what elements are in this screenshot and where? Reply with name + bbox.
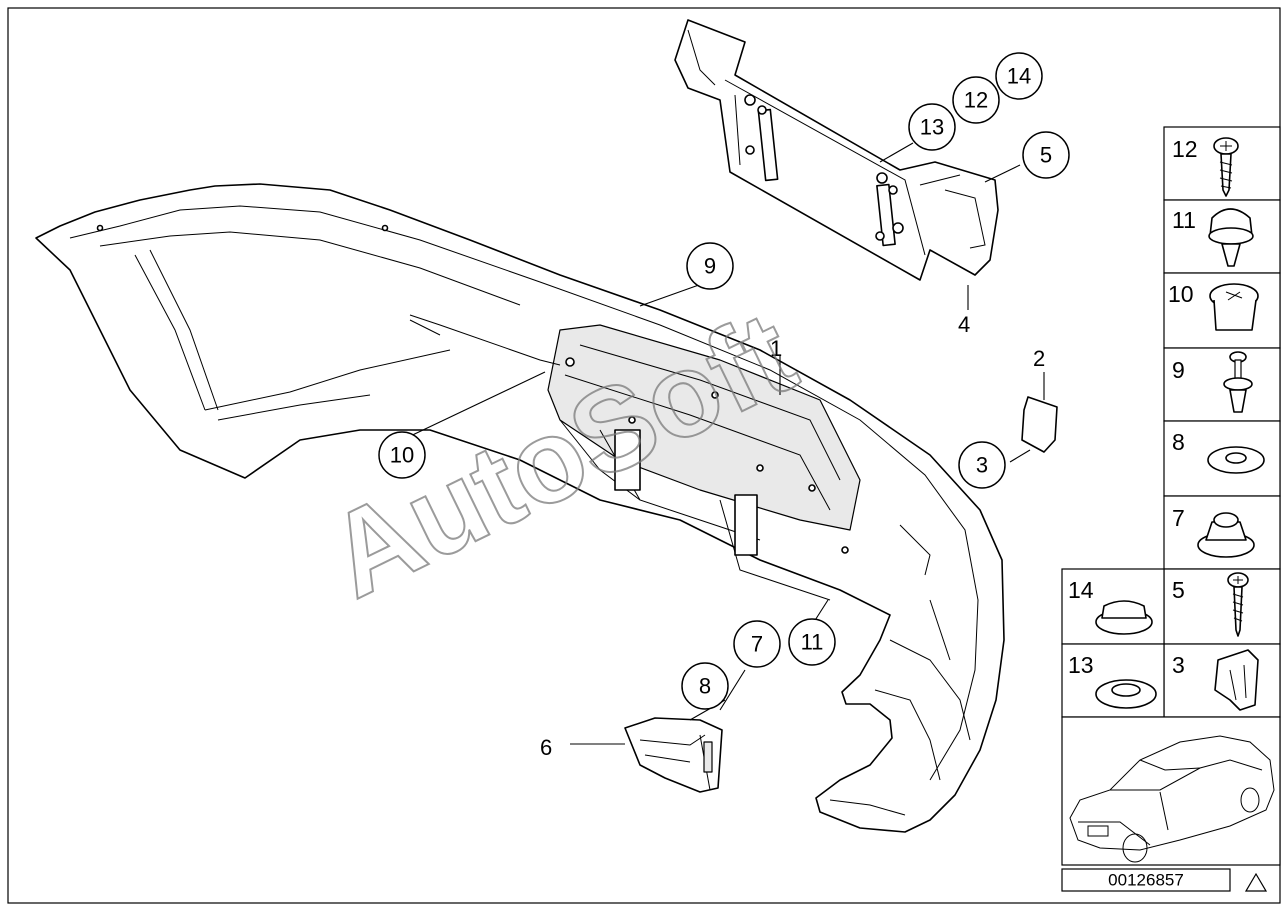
legend-cell-3[interactable]: 3 — [1163, 643, 1281, 718]
callout-9[interactable]: 9 — [686, 242, 734, 290]
callout-14[interactable]: 14 — [995, 52, 1043, 100]
license-plate-bracket — [674, 19, 999, 281]
diagram-number: 00126857 — [1108, 871, 1184, 890]
diagram-number-box: 00126857 — [1061, 868, 1231, 892]
collar-nut-icon — [1197, 512, 1255, 558]
svg-text:10: 10 — [1168, 281, 1194, 307]
svg-text:14: 14 — [1068, 577, 1094, 603]
callout-7[interactable]: 7 — [733, 620, 781, 668]
callout-10[interactable]: 10 — [378, 431, 426, 479]
legend-cell-12[interactable]: 12 — [1163, 126, 1281, 201]
legend-cell-5[interactable]: 5 — [1163, 568, 1281, 645]
svg-text:3: 3 — [976, 453, 988, 478]
clip-icon — [1214, 649, 1259, 711]
car-icon — [1069, 735, 1275, 863]
svg-text:8: 8 — [1172, 429, 1185, 455]
push-rivet-icon — [1223, 351, 1253, 413]
svg-text:5: 5 — [1040, 143, 1052, 168]
svg-text:9: 9 — [704, 254, 716, 279]
vehicle-thumbnail — [1061, 716, 1281, 866]
washer-icon — [1207, 446, 1265, 474]
callout-3[interactable]: 3 — [958, 441, 1006, 489]
towing-eye-cover — [1009, 396, 1058, 463]
clip-nut-icon — [1209, 283, 1259, 331]
bracket-tab — [614, 429, 641, 491]
svg-text:8: 8 — [699, 674, 711, 699]
svg-text:13: 13 — [920, 115, 944, 140]
self-tapping-screw-icon — [1227, 572, 1249, 637]
expanding-rivet-icon — [1208, 208, 1254, 267]
svg-text:12: 12 — [964, 88, 988, 113]
svg-text:12: 12 — [1172, 136, 1198, 162]
rubber-ring-icon — [1095, 679, 1157, 709]
svg-text:13: 13 — [1068, 652, 1094, 678]
callout-12[interactable]: 12 — [952, 76, 1000, 124]
small-parts-legend: 12 11 10 — [1061, 126, 1281, 866]
svg-text:11: 11 — [801, 630, 824, 655]
svg-text:14: 14 — [1007, 64, 1031, 89]
legend-cell-7[interactable]: 7 — [1163, 495, 1281, 570]
warning-triangle-icon — [1244, 872, 1268, 892]
svg-text:11: 11 — [1172, 207, 1196, 233]
legend-cell-13[interactable]: 13 — [1061, 643, 1165, 718]
screw-icon — [1213, 137, 1239, 197]
callout-5[interactable]: 5 — [1022, 131, 1070, 179]
callout-8[interactable]: 8 — [681, 662, 729, 710]
svg-text:5: 5 — [1172, 577, 1185, 603]
svg-text:10: 10 — [390, 443, 414, 468]
legend-cell-9[interactable]: 9 — [1163, 347, 1281, 422]
legend-cell-8[interactable]: 8 — [1163, 420, 1281, 497]
bracket-tab — [734, 494, 758, 556]
label-part-1[interactable]: 1 — [770, 336, 782, 361]
label-part-4[interactable]: 4 — [958, 312, 970, 337]
legend-cell-11[interactable]: 11 — [1163, 199, 1281, 274]
callout-11[interactable]: 11 — [788, 618, 836, 666]
label-part-2[interactable]: 2 — [1033, 346, 1045, 371]
legend-cell-10[interactable]: 10 — [1163, 272, 1281, 349]
svg-text:7: 7 — [751, 632, 763, 657]
callout-13[interactable]: 13 — [908, 103, 956, 151]
leader-lines — [401, 142, 1045, 745]
label-part-6[interactable]: 6 — [540, 735, 552, 760]
svg-text:7: 7 — [1172, 505, 1185, 531]
svg-text:9: 9 — [1172, 357, 1185, 383]
grommet-icon — [1095, 600, 1153, 635]
legend-cell-14[interactable]: 14 — [1061, 568, 1165, 645]
bumper-guide-bracket — [624, 717, 723, 793]
svg-text:3: 3 — [1172, 652, 1185, 678]
rear-bumper-trim-panel — [35, 183, 1005, 833]
